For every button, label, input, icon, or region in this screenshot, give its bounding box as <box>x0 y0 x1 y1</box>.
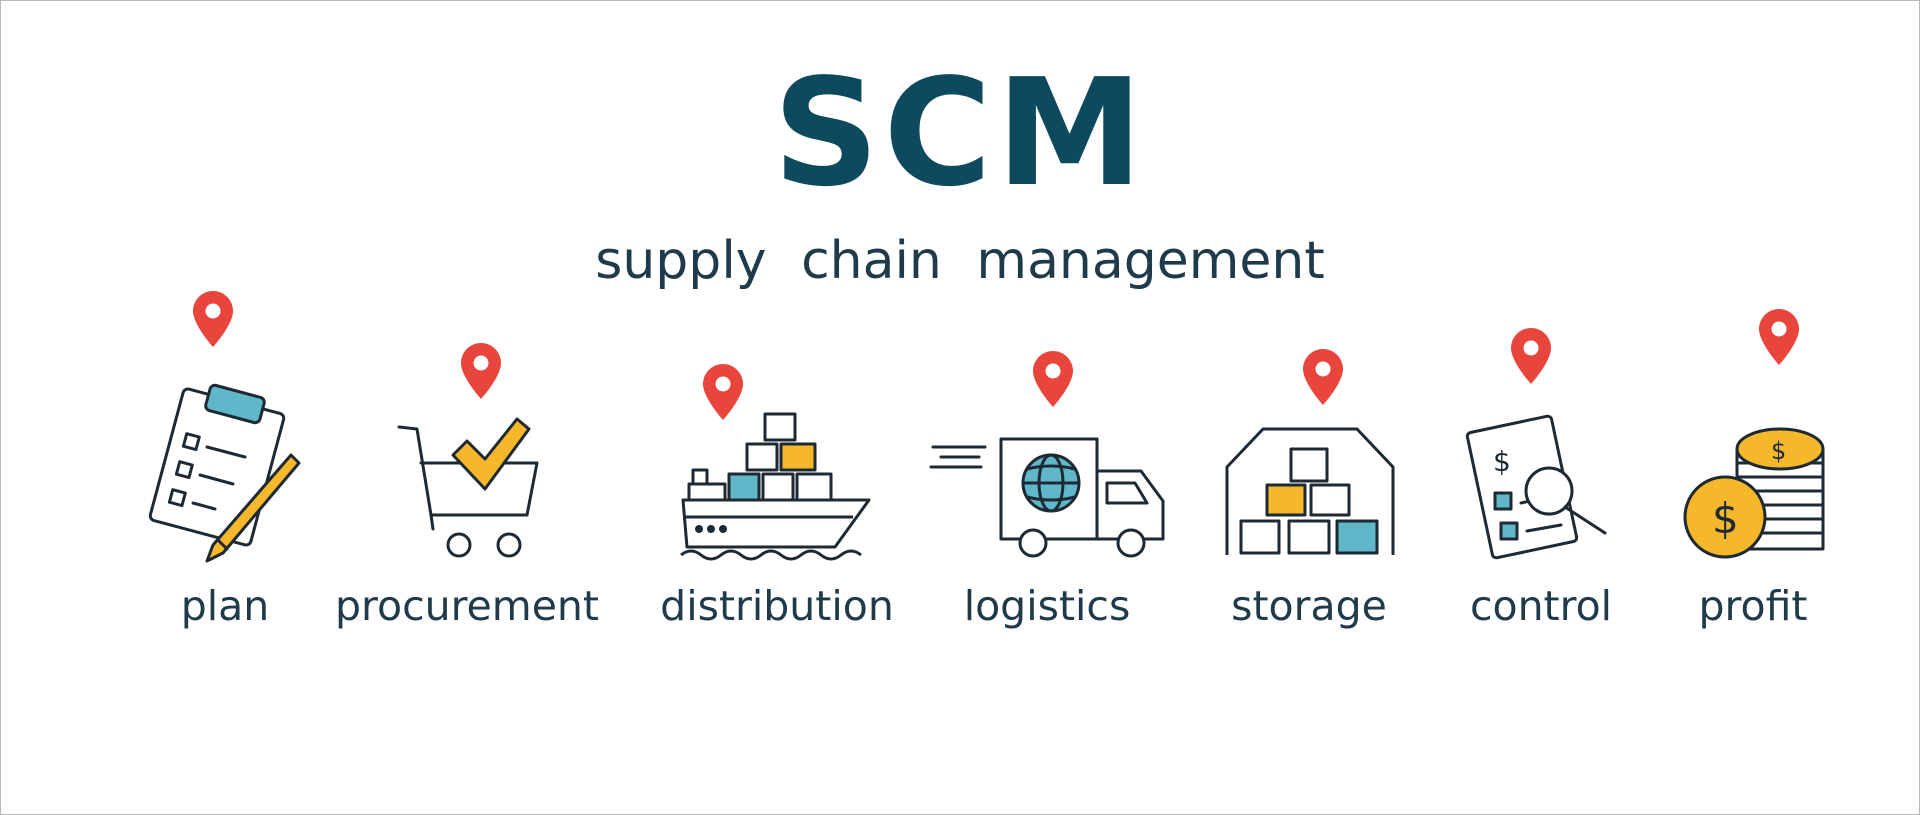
document-magnifier-icon: $ <box>1465 414 1607 560</box>
svg-text:$: $ <box>1712 494 1739 543</box>
stage-label-distribution: distribution <box>660 582 894 630</box>
cargo-ship-containers-icon <box>680 412 871 561</box>
stage-label-plan: plan <box>180 582 270 630</box>
stages-row: $ $ $ plan <box>1 271 1920 651</box>
location-pin-icon <box>1033 351 1073 407</box>
stage-label-procurement: procurement <box>335 582 599 630</box>
location-pin-icon <box>1759 309 1799 365</box>
clipboard-checklist-pencil-icon <box>148 383 301 563</box>
location-pin-icon <box>193 291 233 347</box>
shopping-cart-checkmark-icon <box>397 417 539 558</box>
stage-label-storage: storage <box>1231 582 1387 630</box>
location-pin-icon <box>461 343 501 399</box>
page-title: SCM <box>772 47 1148 219</box>
coin-stack-dollar-icon: $ $ <box>1683 427 1825 559</box>
svg-text:$: $ <box>1493 445 1511 478</box>
stage-icons-canvas: $ $ $ <box>148 291 1825 563</box>
page-subtitle: supply chain management <box>595 231 1325 291</box>
stage-label-profit: profit <box>1698 582 1808 630</box>
location-pin-icon <box>1511 328 1551 384</box>
location-pin-icon <box>703 364 743 420</box>
location-pin-icon <box>1303 349 1343 405</box>
stage-label-control: control <box>1469 582 1613 630</box>
delivery-truck-globe-icon <box>929 437 1165 558</box>
stage-label-logistics: logistics <box>963 582 1131 630</box>
warehouse-boxes-icon <box>1225 427 1395 555</box>
svg-text:$: $ <box>1771 437 1786 465</box>
